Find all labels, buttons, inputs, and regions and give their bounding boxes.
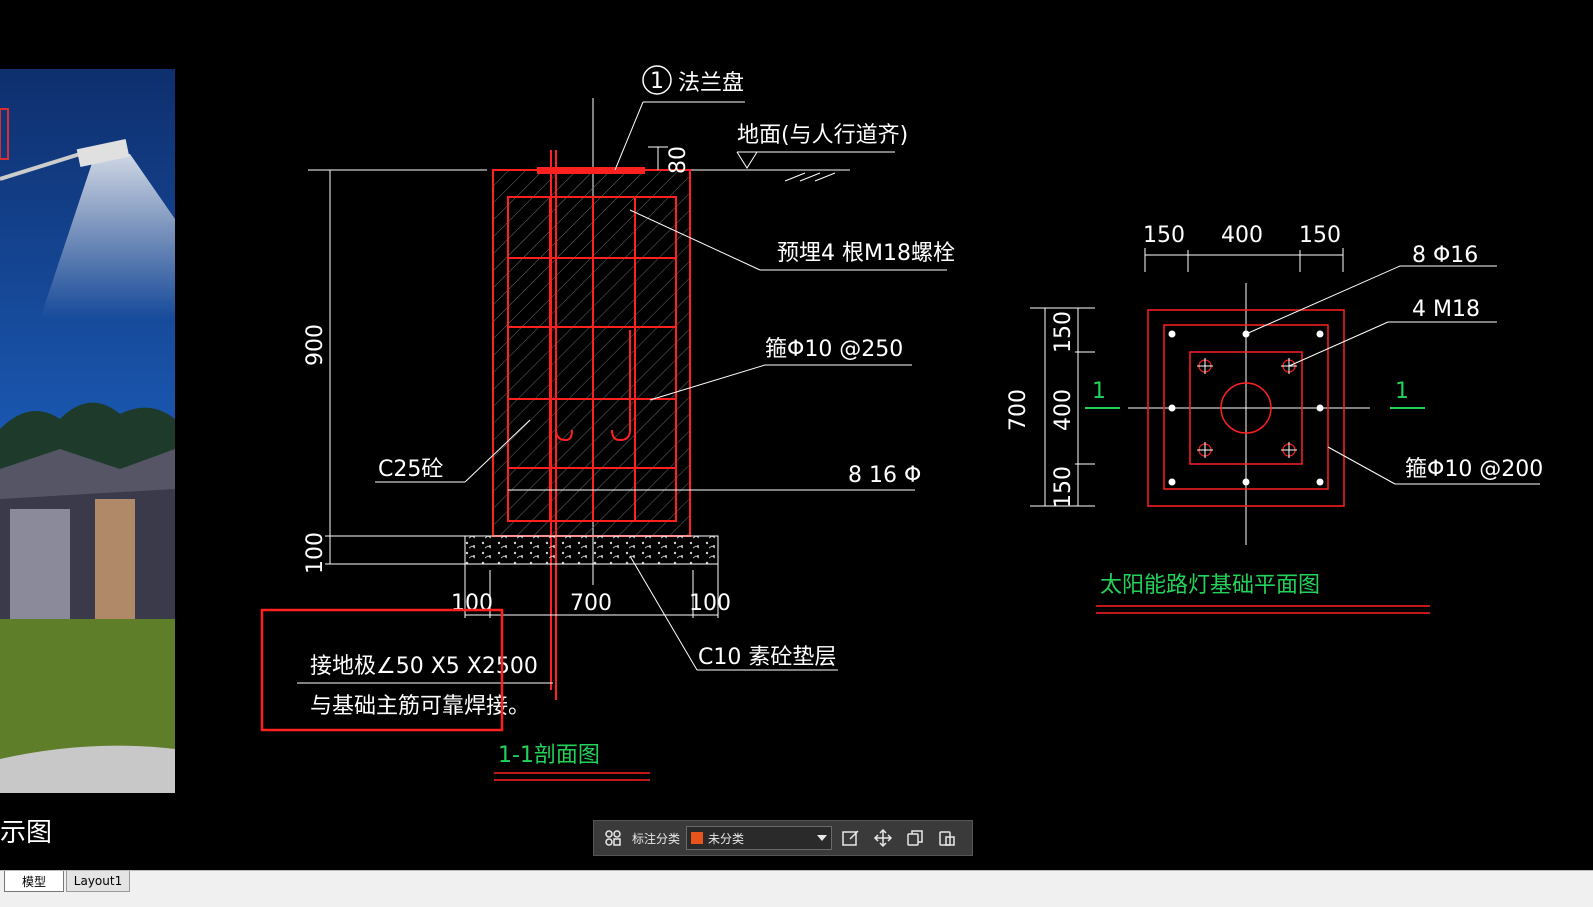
category-color-swatch xyxy=(691,832,704,844)
cad-drawing-canvas[interactable]: 900 100 80 100 700 100 1 法兰盘 地面(与人行道齐) 预… xyxy=(0,0,1593,888)
concrete-label-text: C25砼 xyxy=(378,457,443,482)
plan-title-text: 太阳能路灯基础平面图 xyxy=(1100,573,1320,598)
width-dim-mid-text: 700 xyxy=(570,591,612,616)
stirrup-label-text: 箍Φ10 @250 xyxy=(765,337,903,362)
width-dim-right-text: 100 xyxy=(689,591,731,616)
plan-top-dim-mid-text: 400 xyxy=(1221,223,1263,248)
plan-rebar-label-text: 8 Φ16 xyxy=(1412,243,1478,268)
grid-icon[interactable] xyxy=(600,825,626,851)
ground-rod-line2-text: 与基础主筋可靠焊接。 xyxy=(310,694,530,719)
main-rebar-label-text: 8 16 Φ xyxy=(848,463,921,488)
plan-side-dim-total-text: 700 xyxy=(1006,389,1031,431)
layout-tab-bar: 模型 Layout1 xyxy=(0,870,1593,907)
annotation-toolbar: 标注分类 未分类 xyxy=(593,820,973,856)
section-title-text: 1-1剖面图 xyxy=(498,743,600,768)
edit-icon[interactable] xyxy=(838,825,864,851)
category-select[interactable]: 未分类 xyxy=(686,826,833,850)
height-dim-text: 900 xyxy=(303,324,328,366)
plan-section-mark-right: 1 xyxy=(1395,379,1409,404)
flange-number-text: 1 xyxy=(650,69,664,94)
photo-caption: 示图 xyxy=(0,818,53,848)
move-icon[interactable] xyxy=(870,825,896,851)
plan-view: 150 400 150 700 150 400 150 1 1 8 Φ16 4 … xyxy=(1006,223,1543,614)
pad-label-text: C10 素砼垫层 xyxy=(698,645,836,670)
tab-model[interactable]: 模型 xyxy=(4,871,64,892)
plan-stirrup-label-text: 箍Φ10 @200 xyxy=(1405,457,1543,482)
copy-icon[interactable] xyxy=(902,825,928,851)
section-view: 900 100 80 100 700 100 1 法兰盘 地面(与人行道齐) 预… xyxy=(260,65,955,781)
plan-section-mark-left: 1 xyxy=(1092,379,1106,404)
flange-thickness-text: 80 xyxy=(666,146,691,174)
pad-dim-text: 100 xyxy=(303,532,328,574)
reference-photo xyxy=(0,69,175,793)
plan-side-dim-bottom-text: 150 xyxy=(1051,466,1076,508)
tab-layout1[interactable]: Layout1 xyxy=(66,871,130,892)
bolts-label-text: 预埋4 根M18螺栓 xyxy=(777,241,955,266)
paste-icon[interactable] xyxy=(934,825,960,851)
width-dim-left-text: 100 xyxy=(451,591,493,616)
chevron-down-icon xyxy=(817,831,828,845)
plan-top-dim-left-text: 150 xyxy=(1143,223,1185,248)
category-value: 未分类 xyxy=(708,831,745,846)
category-label: 标注分类 xyxy=(632,831,681,846)
plan-side-dim-top-text: 150 xyxy=(1051,311,1076,353)
ground-label-text: 地面(与人行道齐) xyxy=(737,123,908,148)
ground-rod-line1-text: 接地极∠50 X5 X2500 xyxy=(310,654,538,679)
plan-side-dim-mid-text: 400 xyxy=(1051,389,1076,431)
plan-bolt-label-text: 4 M18 xyxy=(1412,297,1480,322)
highlight-box xyxy=(260,608,504,732)
plan-top-dim-right-text: 150 xyxy=(1299,223,1341,248)
flange-label-text: 法兰盘 xyxy=(678,71,744,96)
